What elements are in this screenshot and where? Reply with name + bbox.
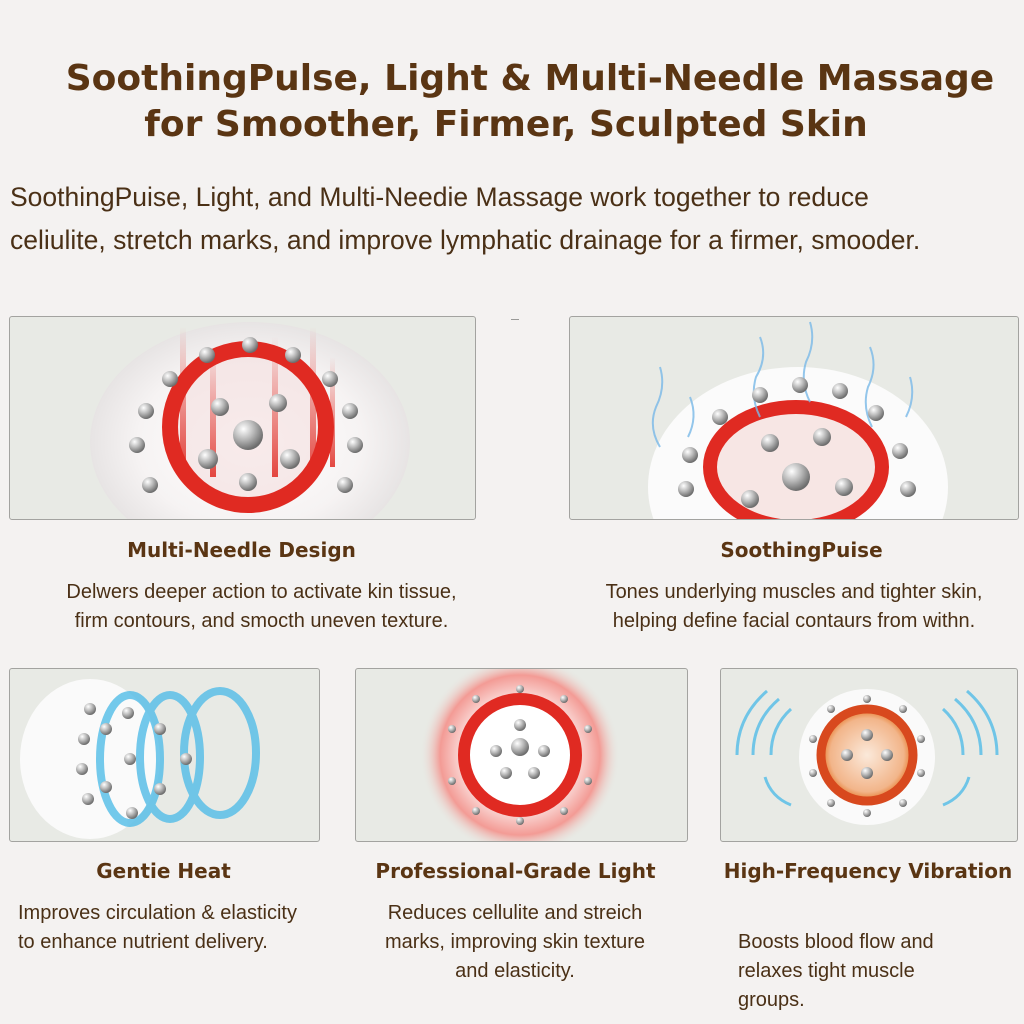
divider-mark	[511, 319, 519, 320]
pulse-head-icon	[648, 321, 948, 519]
feature-desc-multi-needle: Delwers deeper action to activate kin ti…	[66, 581, 457, 632]
feature-title-soothing-pulse: SoothingPuise	[720, 538, 883, 562]
feature-desc-vibration: Boosts blood flow and relaxes tight musc…	[738, 899, 998, 1015]
feature-desc-professional-light: Reduces cellulite and streich marks, imp…	[384, 902, 646, 982]
intro-line-1: SoothingPuise, Light, and Multi-Needie M…	[10, 182, 869, 212]
feature-desc-soothing-pulse: Tones underlying muscles and tighter ski…	[605, 581, 983, 632]
red-light-head-icon	[420, 669, 620, 841]
feature-image-soothing-pulse	[569, 316, 1019, 520]
feature-title-professional-light: Professional-Grade Light	[375, 859, 656, 883]
intro-text: SoothingPuise, Light, and Multi-Needie M…	[10, 176, 1020, 262]
feature-title-gentle-heat: Gentie Heat	[96, 859, 231, 883]
intro-line-2: celiulite, stretch marks, and improve ly…	[10, 225, 921, 255]
page-title-line-2: for Smoother, Firmer, Sculpted Skin	[144, 104, 868, 145]
feature-desc-gentle-heat: Improves circulation & elasticity to enh…	[18, 902, 297, 953]
vibration-head-icon	[735, 689, 999, 825]
multi-needle-head-icon	[90, 322, 410, 519]
feature-desc-vibration-text: Boosts blood flow and relaxes tight musc…	[738, 931, 934, 1011]
feature-title-vibration: High-Frequency Vibration	[723, 859, 1013, 883]
feature-image-vibration	[720, 668, 1018, 842]
heat-head-icon	[20, 679, 260, 839]
feature-image-professional-light	[355, 668, 688, 842]
feature-title-multi-needle: Multi-Needle Design	[127, 538, 356, 562]
feature-image-multi-needle	[9, 316, 476, 520]
feature-image-gentle-heat	[9, 668, 320, 842]
page-title-line-1: SoothingPulse, Light & Multi-Needle Mass…	[65, 58, 995, 99]
